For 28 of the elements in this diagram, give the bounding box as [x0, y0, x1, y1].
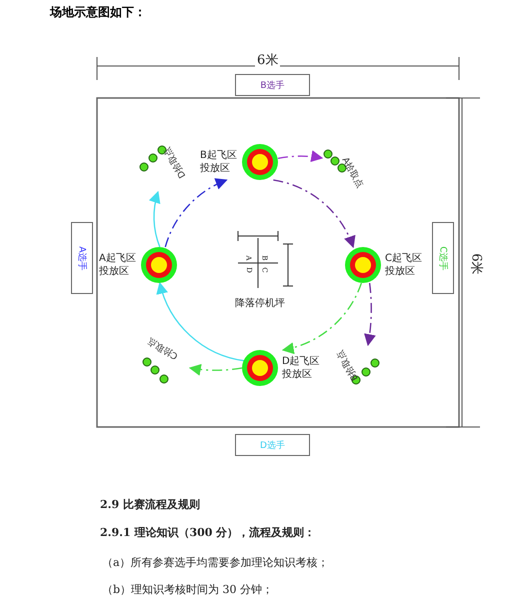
- zone-label: C起飞区投放区: [385, 252, 423, 278]
- rule-text: （a）所有参赛选手均需要参加理论知识考核；: [102, 555, 329, 570]
- dimension-label: 6米: [468, 251, 486, 277]
- pickup-label: B拾取点: [334, 348, 362, 384]
- arrow: [156, 282, 245, 362]
- rule-text: （b）理知识考核时间为 30 分钟；: [102, 582, 274, 597]
- arrow: [164, 178, 228, 248]
- arrow: [282, 282, 362, 354]
- zone-label: B起飞区投放区: [200, 149, 238, 175]
- player-station-box: B选手: [235, 74, 310, 96]
- arrow: [278, 150, 324, 163]
- zone-label: A起飞区投放区: [99, 252, 137, 278]
- player-station-box: C选手: [432, 222, 454, 294]
- landing-pad-label: 降落停机坪: [234, 296, 286, 310]
- page-heading: 场地示意图如下：: [50, 4, 146, 21]
- arrow: [188, 363, 242, 376]
- pickup-label: D拾取点: [162, 144, 190, 180]
- player-station-box: A选手: [71, 222, 93, 294]
- arrow: [364, 282, 376, 346]
- arrow: [273, 179, 355, 248]
- pickup-label: C拾取点: [144, 334, 180, 362]
- section-heading: 2.9.1 理论知识（300 分），流程及规则：: [100, 525, 316, 540]
- dimension-label: 6米: [255, 51, 280, 69]
- section-heading: 2.9 比赛流程及规则: [100, 497, 200, 512]
- player-station-box: D选手: [235, 434, 310, 456]
- zone-label: D起飞区投放区: [282, 355, 321, 381]
- pickup-label: A拾取点: [338, 154, 366, 190]
- arrow: [149, 190, 162, 248]
